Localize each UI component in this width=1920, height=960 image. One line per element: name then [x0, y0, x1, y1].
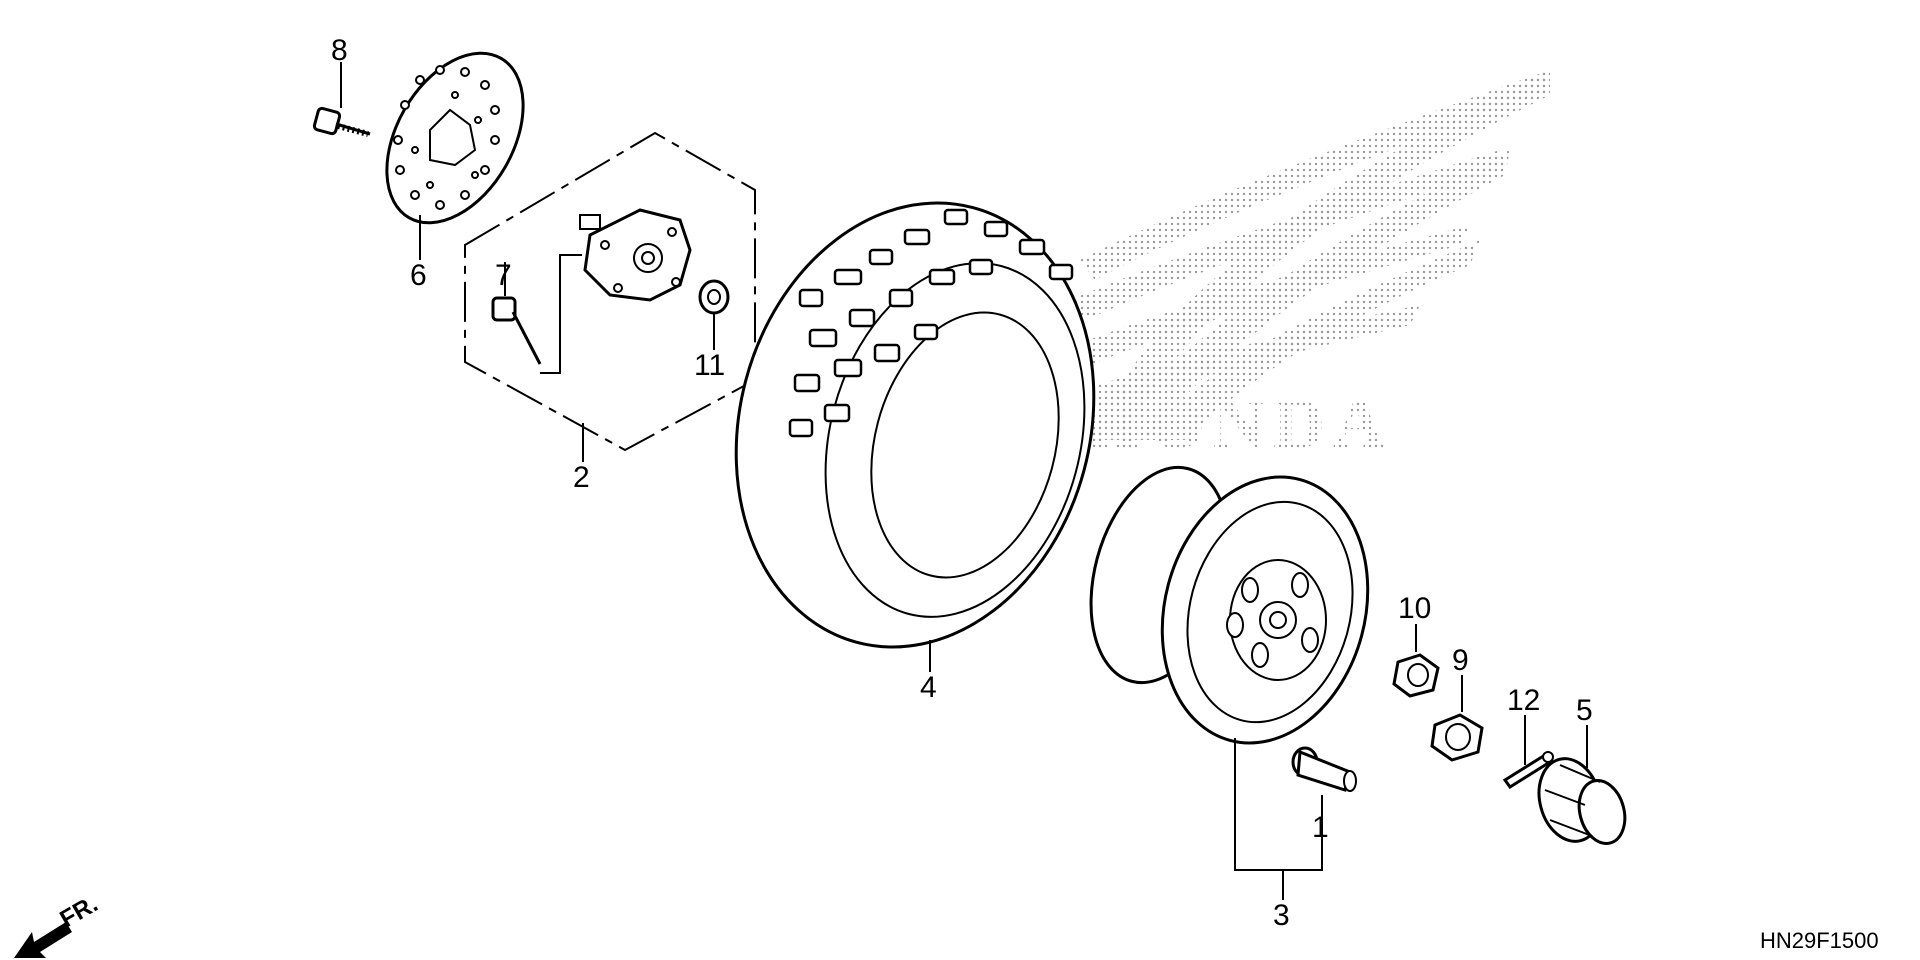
part-12-cotter-pin	[1502, 715, 1554, 790]
callout-11: 11	[694, 349, 725, 382]
part-10-nut	[1392, 624, 1440, 698]
callout-2: 2	[573, 461, 590, 494]
part-1-valve-stem	[1291, 746, 1357, 815]
callout-8: 8	[331, 34, 348, 67]
callout-10: 10	[1398, 592, 1431, 625]
honda-watermark-text: HONDA	[1085, 384, 1393, 464]
part-9-castle-nut	[1430, 675, 1484, 762]
honda-wing-watermark	[1070, 70, 1550, 440]
callout-9: 9	[1452, 644, 1469, 677]
callout-6: 6	[410, 259, 427, 292]
part-11-bearing	[698, 279, 730, 350]
part-4-tire	[734, 201, 1096, 672]
part-5-hub-cap	[1537, 725, 1627, 845]
part-8-bolt	[312, 62, 371, 137]
part-3-wheel-rim	[1089, 465, 1370, 900]
callout-7: 7	[495, 259, 512, 292]
callout-3: 3	[1273, 899, 1290, 932]
callout-12: 12	[1507, 684, 1540, 717]
callout-4: 4	[920, 671, 937, 704]
callout-1: 1	[1312, 811, 1329, 844]
callout-5: 5	[1576, 694, 1593, 727]
hub	[540, 208, 692, 374]
part-6-brake-disc	[385, 51, 525, 260]
part-7-stud-bolt	[491, 262, 542, 365]
diagram-code: HN29F1500	[1760, 928, 1879, 953]
front-direction-indicator: FR.	[14, 890, 102, 958]
